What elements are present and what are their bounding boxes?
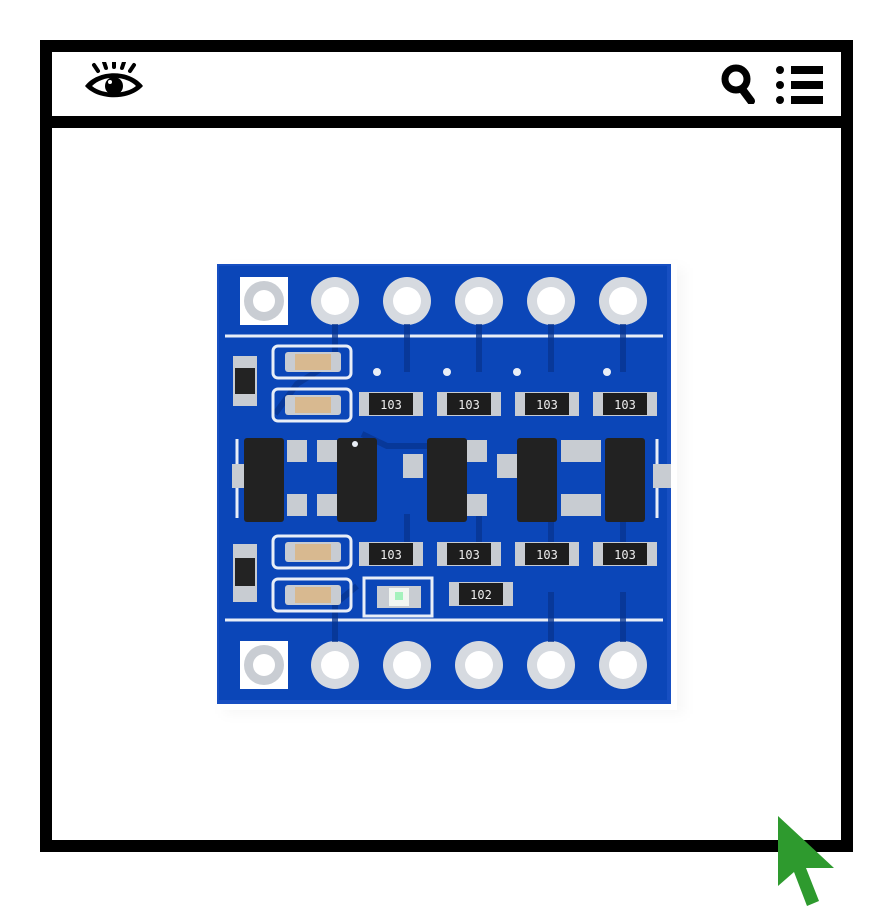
cursor-arrow-icon[interactable] (776, 814, 838, 910)
resistor-label: 103 (458, 548, 480, 562)
browser-window: 103 103 103 103 103 103 103 103 102 (40, 40, 853, 852)
resistor-label: 103 (380, 548, 402, 562)
menu-list-icon[interactable] (775, 64, 825, 106)
circuit-board-image: 103 103 103 103 103 103 103 103 102 (217, 264, 677, 710)
small-diodes (233, 356, 257, 602)
transistors (232, 438, 671, 522)
resistor-label: 103 (614, 548, 636, 562)
resistor-label: 103 (380, 398, 402, 412)
resistor-label: 103 (536, 548, 558, 562)
resistor-label: 102 (470, 588, 492, 602)
search-icon[interactable] (721, 64, 757, 104)
bottom-pin-header (240, 641, 647, 689)
title-bar (52, 52, 841, 128)
resistors: 103 103 103 103 103 103 103 103 102 (359, 392, 657, 606)
image-view: 103 103 103 103 103 103 103 103 102 (52, 128, 841, 840)
top-pin-header (240, 277, 647, 325)
resistor-label: 103 (458, 398, 480, 412)
led (377, 586, 421, 608)
ceramic-capacitors (285, 352, 341, 605)
resistor-label: 103 (536, 398, 558, 412)
resistor-label: 103 (614, 398, 636, 412)
eye-icon[interactable] (82, 62, 146, 106)
